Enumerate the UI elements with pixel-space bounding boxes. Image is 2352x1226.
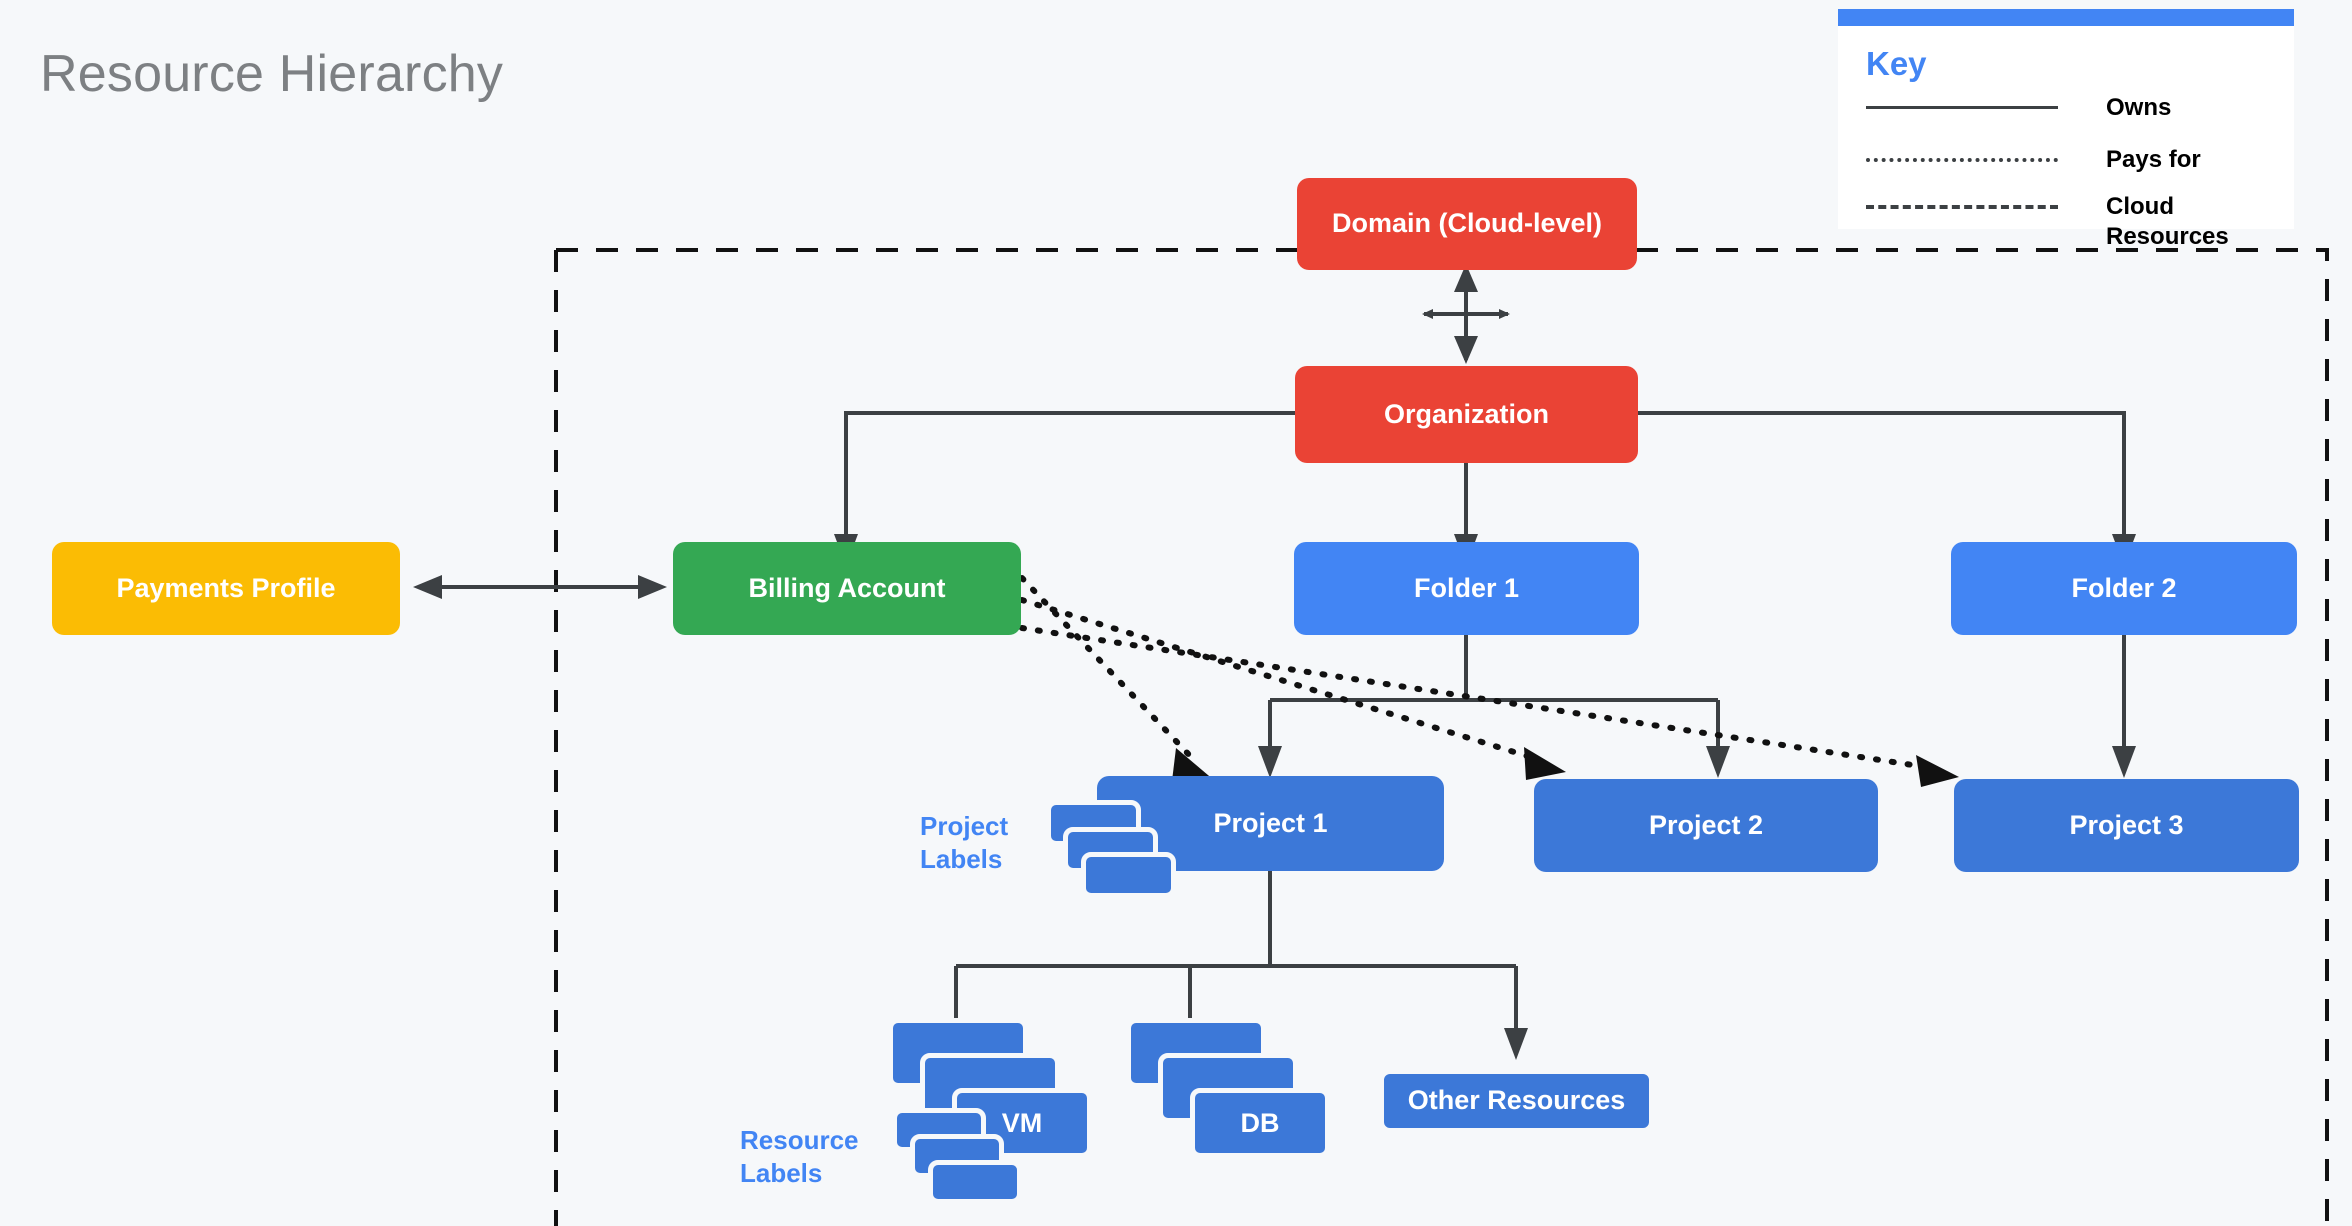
edge-domain-organization <box>1422 264 1510 364</box>
key-label-owns: Owns <box>2106 94 2172 121</box>
node-vm-stack[interactable]: VM <box>880 1018 1110 1158</box>
node-db-label: DB <box>1190 1088 1330 1158</box>
key-legend-panel: Key Owns Pays for Cloud Resources <box>1838 9 2294 250</box>
node-billing-account[interactable]: Billing Account <box>673 542 1021 635</box>
project-labels-stack-icon <box>1046 800 1186 898</box>
edge-folder2-project3 <box>2112 625 2136 778</box>
solid-line-icon <box>1866 106 2058 111</box>
node-domain[interactable]: Domain (Cloud-level) <box>1297 178 1637 270</box>
edge-folder1-projects <box>1258 625 1730 778</box>
key-label-pays-for: Pays for <box>2106 146 2201 173</box>
key-label-cloud-resources: Cloud Resources <box>2106 193 2229 250</box>
key-row-cloud-resources: Cloud Resources <box>1866 192 2276 252</box>
key-accent-bar <box>1838 9 2294 26</box>
node-project-3[interactable]: Project 3 <box>1954 779 2299 872</box>
key-row-owns: Owns <box>1866 93 2276 123</box>
node-payments-profile[interactable]: Payments Profile <box>52 542 400 635</box>
key-row-pays-for: Pays for <box>1866 145 2276 175</box>
edge-payments-billing <box>413 575 667 599</box>
node-organization[interactable]: Organization <box>1295 366 1638 463</box>
node-db-stack[interactable]: DB <box>1118 1018 1348 1158</box>
node-other-resources[interactable]: Other Resources <box>1378 1068 1655 1134</box>
node-folder-1[interactable]: Folder 1 <box>1294 542 1639 635</box>
resource-labels-stack-icon <box>892 1108 1032 1218</box>
node-folder-2[interactable]: Folder 2 <box>1951 542 2297 635</box>
project-labels-annotation: Project Labels <box>920 811 1009 874</box>
resource-labels-annotation: Resource Labels <box>740 1125 859 1188</box>
key-title: Key <box>1866 45 1927 82</box>
node-project-2[interactable]: Project 2 <box>1534 779 1878 872</box>
page-title: Resource Hierarchy <box>40 45 504 103</box>
dashed-line-icon <box>1866 205 2058 211</box>
dotted-line-icon <box>1866 158 2058 164</box>
